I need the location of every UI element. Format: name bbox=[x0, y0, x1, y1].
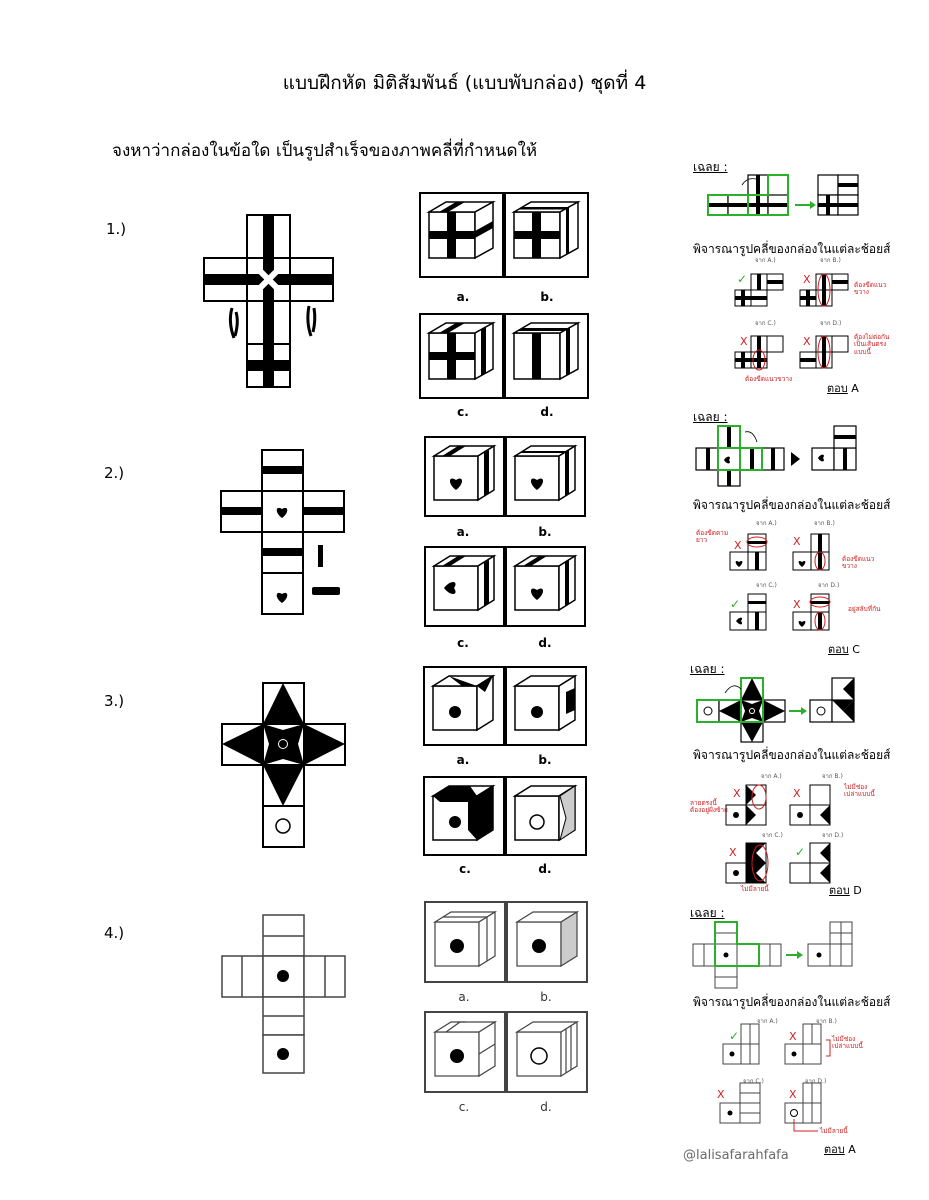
solution-4-heading: เฉลย : bbox=[690, 906, 725, 920]
svg-text:X: X bbox=[793, 535, 801, 548]
solution-1-heading: เฉลย : bbox=[693, 160, 728, 174]
q1-label-c: c. bbox=[457, 405, 469, 419]
svg-text:X: X bbox=[729, 846, 737, 859]
solution-2-answer: ตอบ C bbox=[828, 643, 860, 656]
solution-2-from-c: จาก C.) bbox=[756, 582, 777, 589]
svg-text:X: X bbox=[789, 1088, 797, 1101]
q4-net bbox=[221, 914, 346, 1074]
q2-label-a: a. bbox=[456, 525, 470, 539]
question-number-3: 3.) bbox=[104, 692, 125, 710]
svg-text:X: X bbox=[717, 1088, 725, 1101]
solution-4-diagram bbox=[692, 921, 853, 989]
q4-label-d: d. bbox=[540, 1100, 552, 1114]
solution-2-note-2: ต้องขีดแนวขวาง bbox=[842, 555, 875, 571]
solution-4-consider: พิจารณารูปคลี่ของกล่องในแต่ละช้อยส์ bbox=[693, 995, 891, 1009]
solution-1-from-a: จาก A.) bbox=[755, 257, 776, 264]
q2-options bbox=[424, 436, 586, 627]
solution-3-diagram bbox=[696, 677, 855, 743]
instruction: จงหาว่ากล่องในข้อใด เป็นรูปสำเร็จของภาพค… bbox=[112, 141, 538, 161]
solution-1-from-d: จาก D.) bbox=[820, 320, 842, 327]
q1-label-b: b. bbox=[540, 290, 554, 304]
solution-4-answer: ตอบ A bbox=[824, 1143, 856, 1156]
q4-label-a: a. bbox=[458, 990, 470, 1004]
solution-1-consider: พิจารณารูปคลี่ของกล่องในแต่ละช้อยส์ bbox=[693, 242, 891, 256]
solution-3-consider: พิจารณารูปคลี่ของกล่องในแต่ละช้อยส์ bbox=[693, 748, 891, 762]
solution-3-note-3: ไม่มีลายนี้ bbox=[741, 885, 769, 893]
solution-3-note-1: ลายตรงนี้ต้องอยู่ฝั่งซ้าย bbox=[690, 799, 728, 815]
svg-text:✓: ✓ bbox=[795, 845, 805, 859]
q3-label-d: d. bbox=[538, 862, 552, 876]
svg-text:✓: ✓ bbox=[729, 1029, 739, 1043]
q2-label-d: d. bbox=[538, 636, 552, 650]
q2-label-b: b. bbox=[538, 525, 552, 539]
question-number-4: 4.) bbox=[104, 924, 125, 942]
q3-options bbox=[423, 666, 587, 856]
solution-3-from-a: จาก A.) bbox=[761, 773, 782, 780]
solution-3-from-d: จาก D.) bbox=[822, 832, 844, 839]
svg-text:X: X bbox=[793, 598, 801, 611]
solution-2-from-d: จาก D.) bbox=[818, 582, 840, 589]
solution-4-note-1: ไม่มีช่องเปล่าแบบนี้ bbox=[832, 1035, 863, 1051]
question-number-1: 1.) bbox=[106, 220, 127, 238]
solution-3-answer: ตอบ D bbox=[829, 884, 862, 897]
solution-1-from-c: จาก C.) bbox=[755, 320, 776, 327]
q1-net bbox=[203, 214, 334, 388]
page-title: แบบฝึกหัด มิติสัมพันธ์ (แบบพับกล่อง) ชุด… bbox=[282, 72, 647, 94]
solution-2-note-3: อยู่สลับที่กัน bbox=[848, 605, 881, 613]
q1-options bbox=[419, 192, 589, 399]
q3-label-a: a. bbox=[456, 753, 470, 767]
q4-options bbox=[424, 901, 588, 1093]
svg-text:X: X bbox=[733, 787, 741, 800]
solution-1-from-b: จาก B.) bbox=[820, 257, 841, 264]
solution-2-heading: เฉลย : bbox=[693, 410, 728, 424]
solution-1-answer: ตอบ A bbox=[827, 382, 859, 395]
q1-label-d: d. bbox=[540, 405, 554, 419]
solution-1-note-3: ต้องขีดแนวขวาง bbox=[745, 375, 793, 383]
solution-3-note-2: ไม่มีช่องเปล่าแบบนี้ bbox=[844, 783, 875, 799]
svg-text:X: X bbox=[803, 335, 811, 348]
solution-4-from-d: จาก D.) bbox=[805, 1078, 827, 1085]
solution-2-from-a: จาก A.) bbox=[756, 520, 777, 527]
q4-label-b: b. bbox=[540, 990, 552, 1004]
svg-text:X: X bbox=[803, 273, 811, 286]
q3-label-c: c. bbox=[459, 862, 471, 876]
q2-net bbox=[220, 449, 345, 615]
solution-2-from-b: จาก B.) bbox=[814, 520, 835, 527]
svg-text:X: X bbox=[740, 335, 748, 348]
q3-label-b: b. bbox=[538, 753, 552, 767]
solution-3-choices: X X X ✓ bbox=[725, 784, 831, 884]
solution-2-diagram bbox=[695, 425, 857, 487]
q2-label-c: c. bbox=[457, 636, 469, 650]
solution-3-from-c: จาก C.) bbox=[762, 832, 783, 839]
solution-1-note-2: ต้องไม่ต่อกันเป็นเส้นตรงแบบนี้ bbox=[854, 333, 890, 356]
q4-label-c: c. bbox=[458, 1100, 470, 1114]
solution-1-note-1: ต้องขีดแนวขวาง bbox=[854, 281, 887, 297]
solution-4-from-b: จาก B.) bbox=[816, 1018, 837, 1025]
solution-4-choices: ✓ X X X bbox=[717, 1023, 831, 1132]
solution-4-from-a: จาก A.) bbox=[757, 1018, 778, 1025]
solution-2-note-1: ต้องขีดตามยาว bbox=[696, 529, 729, 545]
solution-2-choices: X X ✓ X bbox=[729, 533, 831, 631]
q3-net bbox=[221, 682, 346, 848]
solution-2-consider: พิจารณารูปคลี่ของกล่องในแต่ละช้อยส์ bbox=[693, 498, 891, 512]
question-number-2: 2.) bbox=[104, 464, 125, 482]
solution-1-diagram bbox=[707, 174, 859, 216]
solution-4-note-2: ไม่มีลายนี้ bbox=[820, 1127, 848, 1135]
svg-text:✓: ✓ bbox=[737, 272, 747, 286]
solution-3-heading: เฉลย : bbox=[690, 662, 725, 676]
q1-label-a: a. bbox=[456, 290, 470, 304]
svg-text:X: X bbox=[789, 1030, 797, 1043]
svg-text:✓: ✓ bbox=[730, 597, 740, 611]
watermark: @lalisafarahfafa bbox=[683, 1148, 789, 1163]
solution-4-from-c: จาก C.) bbox=[743, 1078, 764, 1085]
svg-text:X: X bbox=[734, 539, 742, 552]
solution-1-choices: ✓ X X X bbox=[734, 272, 849, 371]
svg-text:X: X bbox=[793, 787, 801, 800]
solution-3-from-b: จาก B.) bbox=[822, 773, 843, 780]
